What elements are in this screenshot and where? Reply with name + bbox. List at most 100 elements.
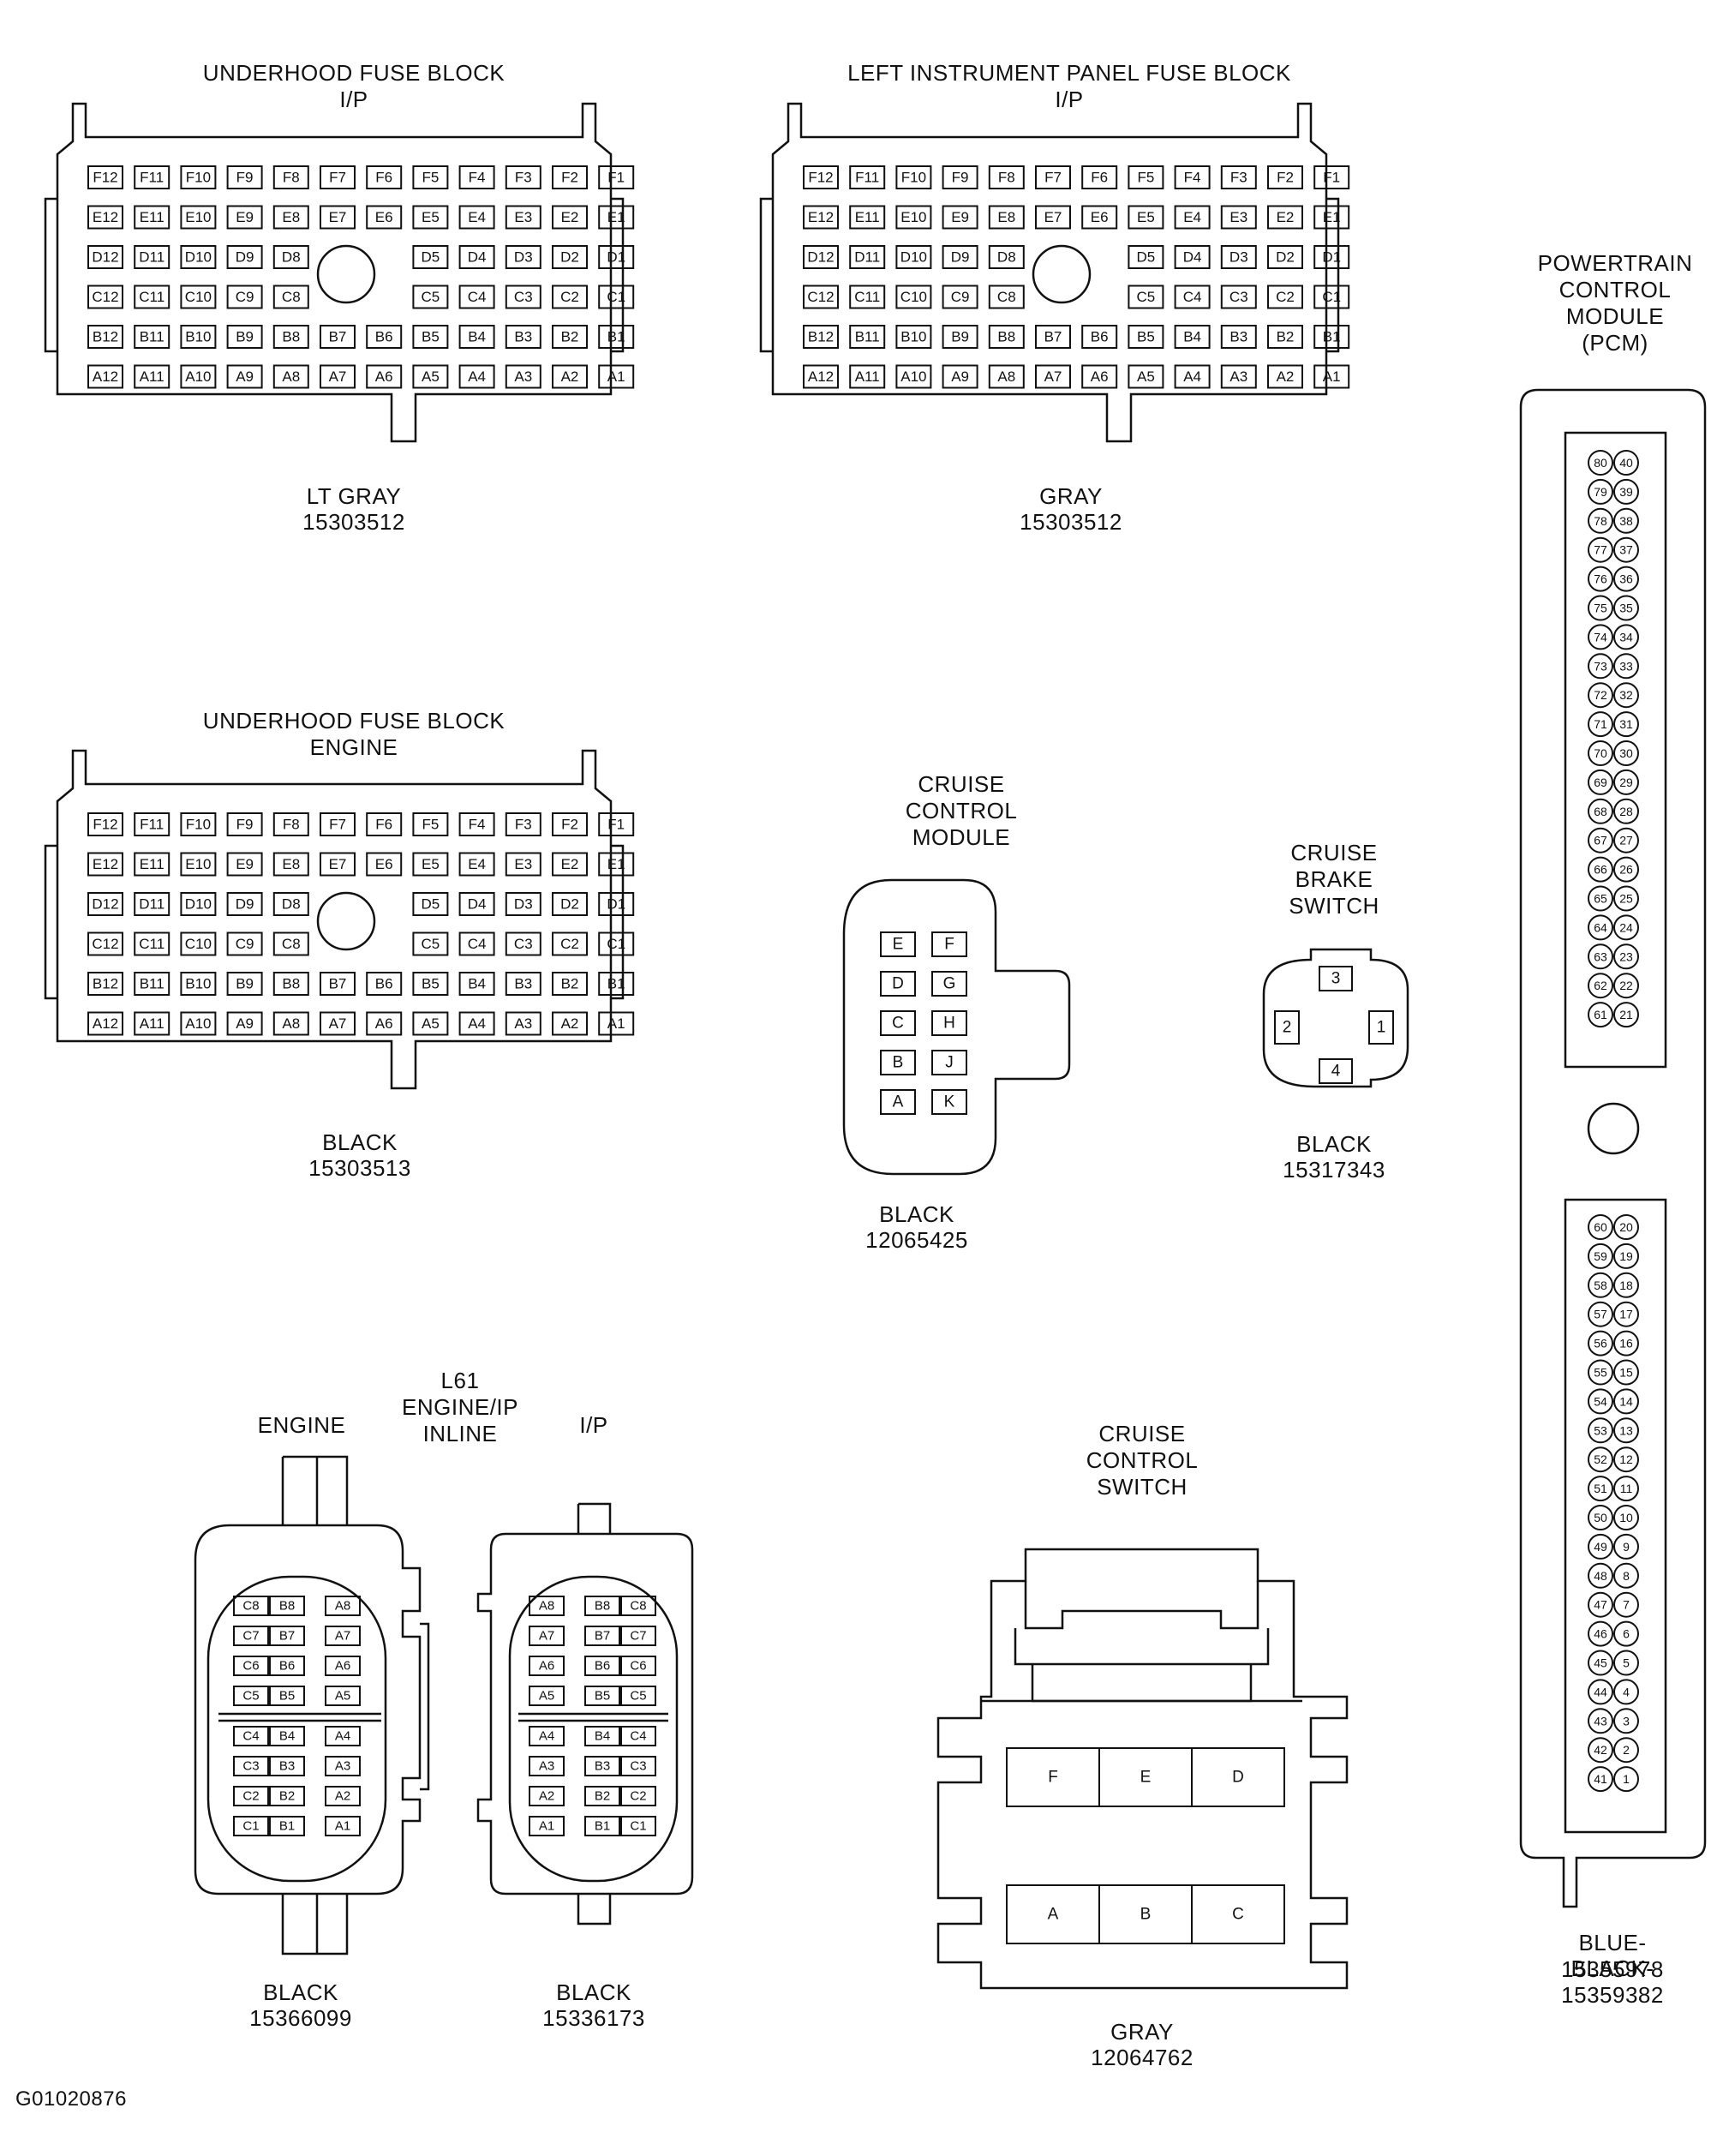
- ccs-pin-E-text: E: [1140, 1769, 1152, 1787]
- uhfb-ip-cavity-A9: A9: [226, 364, 263, 389]
- ccm-pin-E-box: [880, 931, 916, 957]
- lipfb-ip-cavity-E2-box: [1267, 205, 1303, 230]
- uhfb-engine-cavity-B8-text: B8: [282, 976, 300, 992]
- uhfb-ip-cavity-D4-text: D4: [468, 249, 487, 266]
- uhfb-ip-cavity-F9-text: F9: [236, 170, 254, 186]
- uhfb-ip-cavity-D1-box: [598, 245, 635, 269]
- cbs-title: CRUISE BRAKE SWITCH: [1289, 840, 1379, 919]
- lipfb-ip-cavity-F5-text: F5: [1137, 170, 1154, 186]
- ccs-pin-C: C: [1191, 1884, 1285, 1944]
- uhfb-ip-cavity-B6-text: B6: [375, 329, 393, 345]
- lipfb-ip-cavity-F7-box: [1035, 165, 1071, 189]
- uhfb-ip-cavity-F7: F7: [320, 165, 356, 189]
- l61-engine-pin-C1: C1: [233, 1816, 269, 1836]
- uhfb-engine-cavity-B5-text: B5: [422, 976, 440, 992]
- uhfb-ip-cavity-D2-text: D2: [560, 249, 579, 266]
- l61-engine-pin-A5: A5: [325, 1686, 361, 1706]
- uhfb-engine-cavity-F5: F5: [412, 812, 449, 836]
- pcm-pin-77-ring: [1588, 536, 1613, 563]
- l61-engine-bottom-latch: [281, 1894, 349, 1955]
- pcm-pin-71-num: 71: [1594, 717, 1607, 731]
- uhfb-ip-cavity-B12: B12: [87, 325, 123, 349]
- uhfb-engine-cavity-F3: F3: [505, 812, 541, 836]
- pcm-pin-42-ring: [1588, 1737, 1613, 1764]
- ccs-housing: [936, 1548, 1349, 1990]
- cbs-pin-4-box: [1319, 1058, 1353, 1084]
- uhfb-ip-cavity-F1-text: F1: [607, 170, 625, 186]
- uhfb-ip-cavity-C9-box: [226, 284, 263, 309]
- uhfb-engine-cavity-A7: A7: [320, 1011, 356, 1036]
- uhfb-engine-cavity-A8-box: [272, 1011, 309, 1036]
- lipfb-ip-cavity-F11-text: F11: [855, 170, 879, 186]
- pcm-pin-40: 40: [1613, 450, 1639, 476]
- uhfb-ip-cavity-B7-box: [320, 325, 356, 349]
- uhfb-ip-cavity-A3-box: [505, 364, 541, 389]
- uhfb-engine-cavity-B6-text: B6: [375, 976, 393, 992]
- uhfb-ip-cavity-F3: F3: [505, 165, 541, 189]
- l61-ip-pin-A5: A5: [529, 1686, 565, 1706]
- uhfb-engine-cavity-A12: A12: [87, 1011, 123, 1036]
- uhfb-engine-cavity-B2-box: [552, 972, 588, 996]
- pcm-pin-28-ring: [1613, 798, 1639, 824]
- pcm-pin-7-num: 7: [1623, 1598, 1630, 1612]
- uhfb-ip-cavity-F9-box: [226, 165, 263, 189]
- uhfb-engine-cavity-D8-box: [272, 892, 309, 916]
- uhfb-ip-cavity-E4-text: E4: [468, 209, 486, 225]
- lipfb-ip-cavity-F2: F2: [1267, 165, 1303, 189]
- uhfb-engine-cavity-F1: F1: [598, 812, 635, 836]
- uhfb-ip-cavity-B10-box: [180, 325, 217, 349]
- pcm-pin-54: 54: [1588, 1388, 1613, 1415]
- uhfb-engine-cavity-C12-box: [87, 931, 123, 956]
- pcm-pin-60-num: 60: [1594, 1220, 1607, 1234]
- uhfb-ip-cavity-E6: E6: [366, 205, 403, 230]
- ccm-pin-K-text: K: [944, 1093, 955, 1111]
- lipfb-ip-cavity-F10-box: [895, 165, 932, 189]
- pcm-pin-62: 62: [1588, 973, 1613, 999]
- ccm-part: 12065425: [865, 1227, 968, 1253]
- lipfb-ip-cavity-B3-box: [1220, 325, 1257, 349]
- uhfb-ip-cavity-A6: A6: [366, 364, 403, 389]
- lipfb-ip-cavity-C8-text: C8: [997, 289, 1016, 305]
- pcm-pin-50-ring: [1588, 1505, 1613, 1530]
- lipfb-ip-cavity-F7: F7: [1035, 165, 1071, 189]
- lipfb-ip-cavity-C4: C4: [1174, 284, 1211, 309]
- uhfb-ip-cavity-A10-text: A10: [185, 368, 211, 385]
- l61-ip-pin-C7-text: C7: [630, 1629, 646, 1644]
- l61-engine-divider: [218, 1712, 381, 1722]
- lipfb-ip-cavity-E8-text: E8: [997, 209, 1015, 225]
- pcm-pin-8-num: 8: [1623, 1569, 1630, 1583]
- uhfb-engine-cavity-E1: E1: [598, 852, 635, 877]
- uhfb-ip-cavity-C8: C8: [272, 284, 309, 309]
- pcm-pin-36: 36: [1613, 566, 1639, 592]
- lipfb-ip-cavity-B7-text: B7: [1044, 329, 1062, 345]
- pcm-pin-13: 13: [1613, 1417, 1639, 1444]
- uhfb-engine-cavity-A9-text: A9: [236, 1015, 254, 1032]
- uhfb-ip-cavity-B4-box: [458, 325, 495, 349]
- pcm-pin-22-ring: [1613, 973, 1639, 999]
- pcm-pin-6: 6: [1613, 1620, 1639, 1647]
- pcm-pin-55-num: 55: [1594, 1366, 1607, 1380]
- l61-engine-pin-A7-box: [325, 1626, 361, 1646]
- ccm-pin-A-text: A: [893, 1093, 904, 1111]
- lipfb-ip-cavity-C10-text: C10: [900, 289, 927, 305]
- lipfb-ip-cavity-C5-text: C5: [1137, 289, 1156, 305]
- uhfb-engine-cavity-A6-text: A6: [375, 1015, 393, 1032]
- ccm-housing: [842, 878, 1071, 1176]
- lipfb-ip-cavity-A8-box: [988, 364, 1025, 389]
- lipfb-ip-cavity-F3-box: [1220, 165, 1257, 189]
- pcm-pin-32: 32: [1613, 682, 1639, 709]
- ccm-title: CRUISE CONTROL MODULE: [905, 771, 1018, 850]
- lipfb-ip-cavity-C9: C9: [942, 284, 978, 309]
- pcm-pin-58: 58: [1588, 1272, 1613, 1298]
- ccm-pin-H-box: [931, 1010, 967, 1036]
- lipfb-ip-cavity-E1: E1: [1313, 205, 1350, 230]
- lipfb-ip-cavity-F4-box: [1174, 165, 1211, 189]
- lipfb-ip-cavity-D4-box: [1174, 245, 1211, 269]
- ccs-pin-F: F: [1006, 1747, 1100, 1807]
- l61-ip-pin-A8-box: [529, 1596, 565, 1616]
- uhfb-engine-cavity-E7-text: E7: [329, 856, 347, 872]
- l61-ip-pin-A2-box: [529, 1786, 565, 1806]
- l61-ip-pin-C4: C4: [620, 1726, 656, 1746]
- lipfb-ip-cavity-D5-text: D5: [1137, 249, 1156, 266]
